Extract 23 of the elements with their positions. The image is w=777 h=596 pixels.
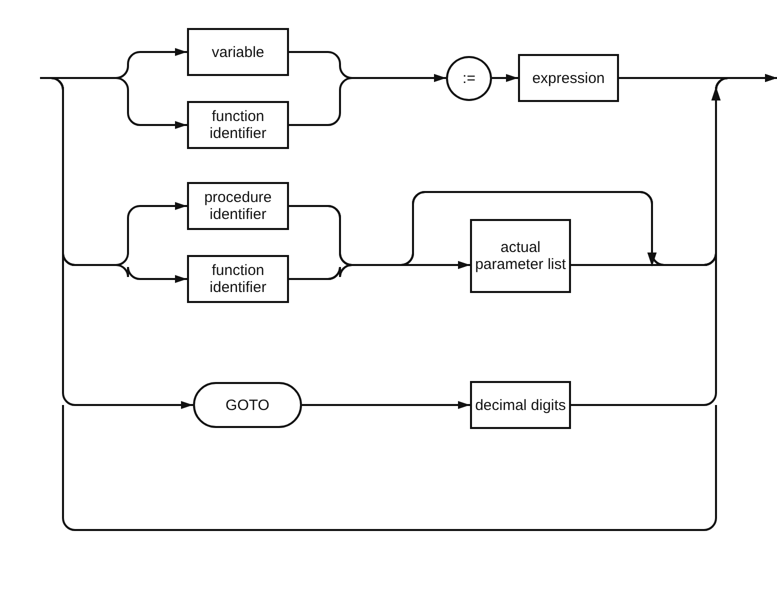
node-label: variable (212, 44, 264, 60)
syntax-box (470, 381, 571, 429)
syntax-box (187, 255, 289, 303)
connector-line (289, 74, 446, 126)
terminal-pill (193, 382, 302, 428)
connector-line (492, 74, 518, 82)
node-label: decimal digits (475, 396, 566, 414)
node-label: function identifier (208, 108, 268, 142)
node-label: := (462, 70, 476, 87)
connector-line (571, 74, 777, 406)
syntax-box (187, 182, 289, 230)
syntax-box (187, 28, 289, 76)
syntax-box (518, 54, 619, 102)
node-label: GOTO (226, 396, 270, 414)
connector-line (40, 77, 193, 409)
node-label: actual parameter list (474, 239, 567, 273)
node-label: function identifier (208, 262, 268, 296)
terminal-circle (446, 56, 492, 101)
node-label: expression (532, 70, 605, 86)
connector-line (302, 401, 470, 409)
node-label: procedure identifier (203, 189, 273, 223)
syntax-box (187, 101, 289, 149)
syntax-box (470, 219, 571, 293)
